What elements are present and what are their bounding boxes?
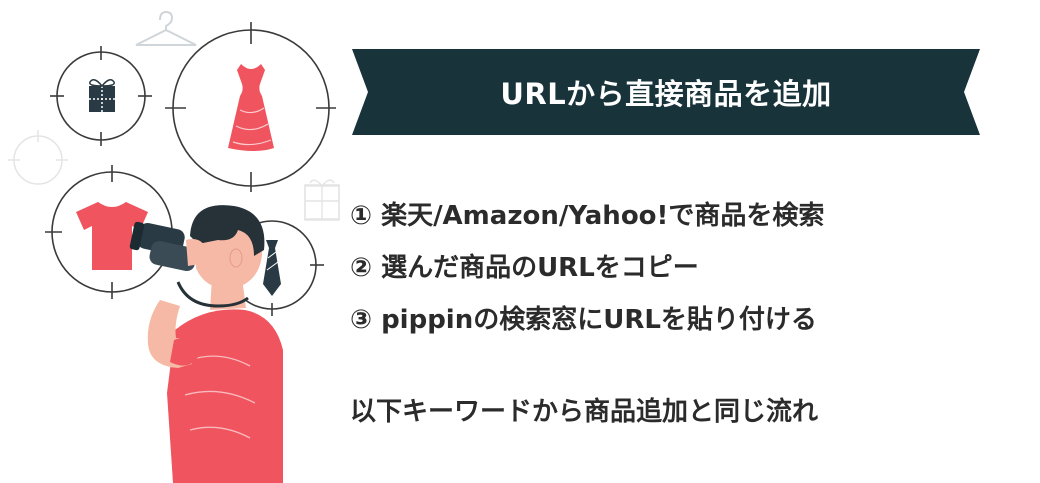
- necktie-icon: [263, 240, 281, 296]
- shopping-search-illustration: [8, 10, 340, 483]
- title-banner: URLから直接商品を追加: [352, 49, 980, 135]
- binoculars-icon: [117, 221, 197, 272]
- steps-list: ① 楽天/Amazon/Yahoo!で商品を検索 ② 選んだ商品のURLをコピー…: [350, 190, 1010, 346]
- step-3: ③ pippinの検索窓にURLを貼り付ける: [350, 305, 817, 335]
- banner-title: URLから直接商品を追加: [500, 77, 832, 111]
- hand: [186, 239, 208, 266]
- tshirt-icon: [76, 202, 148, 270]
- footer-note: 以下キーワードから商品追加と同じ流れ: [350, 397, 819, 427]
- step-2: ② 選んだ商品のURLをコピー: [350, 253, 699, 283]
- step-1: ① 楽天/Amazon/Yahoo!で商品を検索: [350, 201, 825, 231]
- dress-icon: [228, 64, 274, 151]
- person-figure: [147, 205, 283, 483]
- gift-icon: [89, 79, 115, 112]
- hanger-icon: [135, 10, 197, 46]
- banner-ribbon-shape: [352, 49, 980, 135]
- gift-outline-decoration: [304, 179, 340, 221]
